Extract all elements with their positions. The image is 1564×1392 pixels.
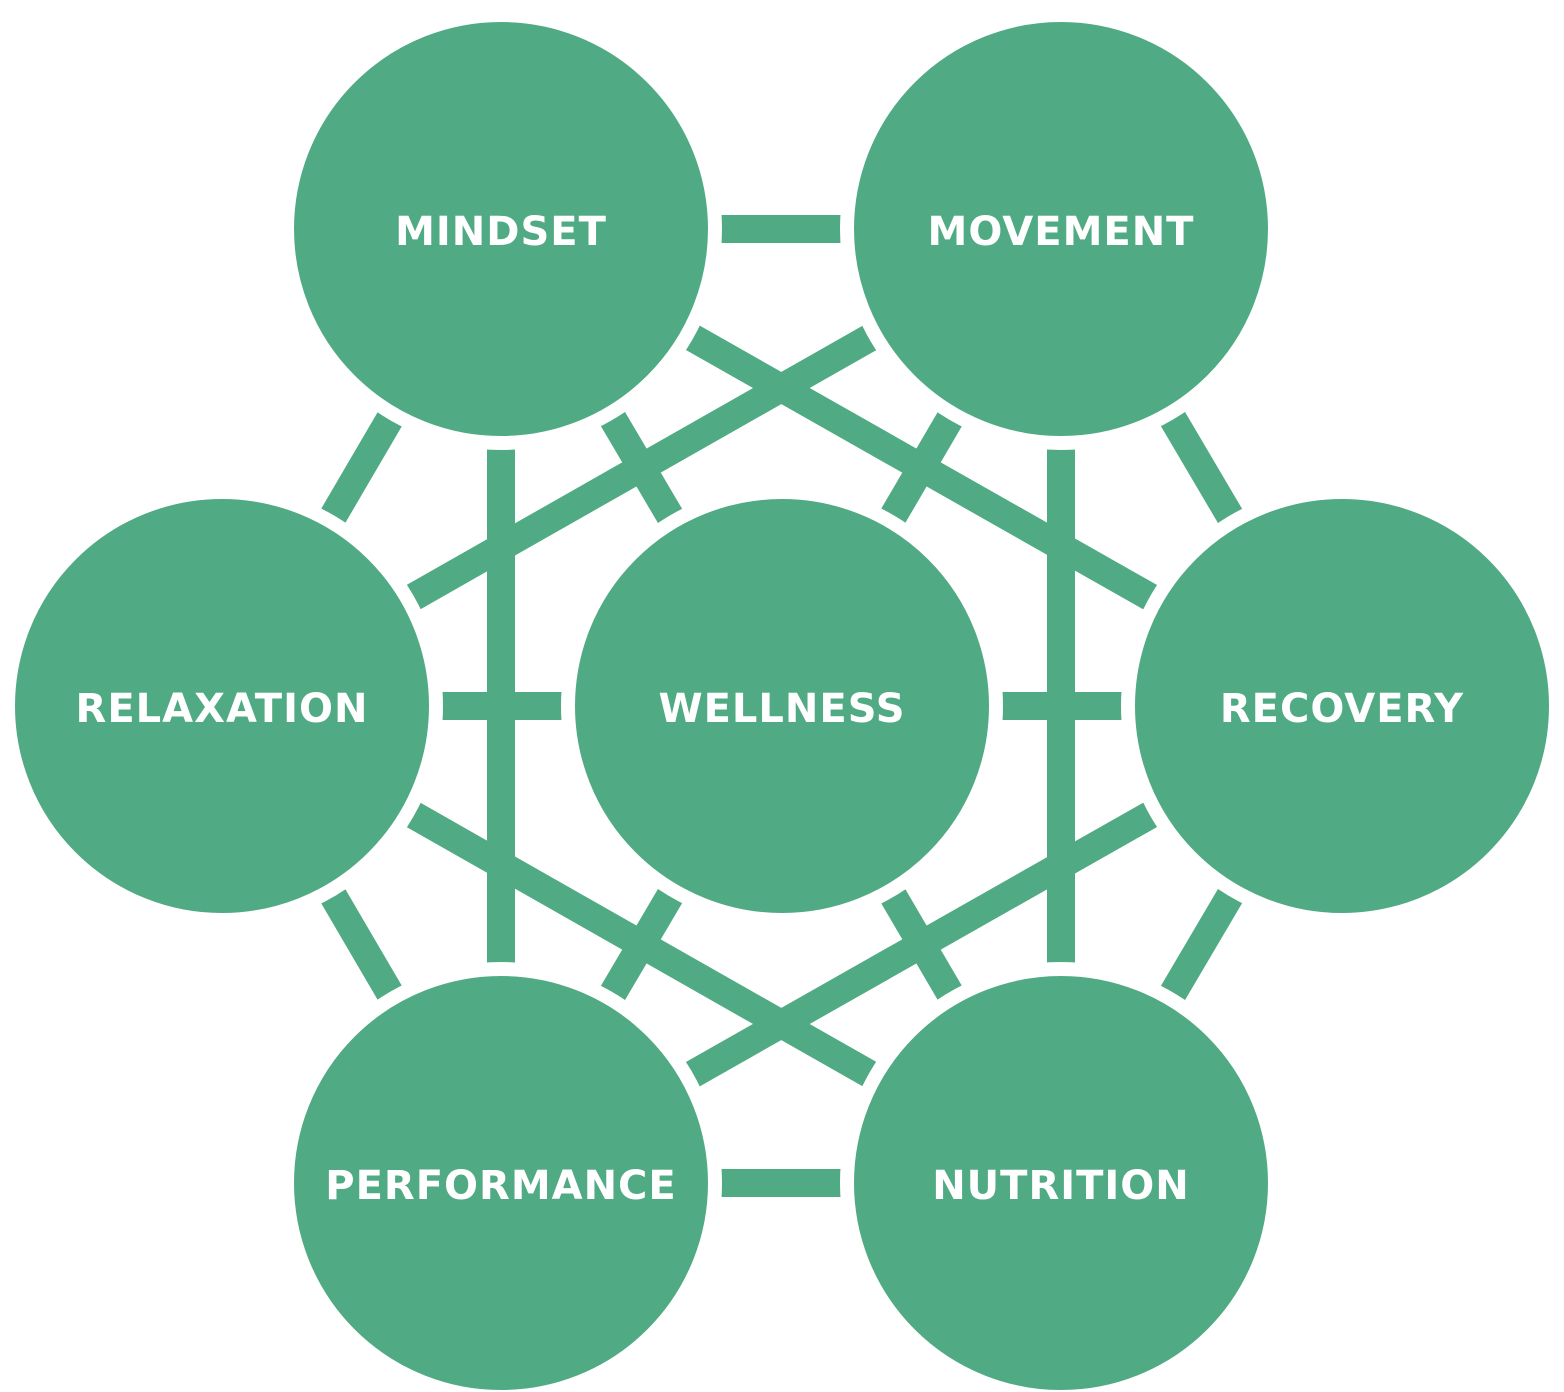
node-movement: MOVEMENT: [840, 8, 1282, 450]
node-mindset-circle: [280, 8, 722, 450]
node-relaxation: RELAXATION: [1, 485, 443, 927]
node-relaxation-circle: [1, 485, 443, 927]
node-mindset: MINDSET: [280, 8, 722, 450]
node-wellness-label: WELLNESS: [658, 686, 905, 732]
node-movement-label: MOVEMENT: [928, 209, 1195, 255]
node-wellness-circle: [561, 485, 1003, 927]
node-nutrition-label: NUTRITION: [932, 1163, 1190, 1209]
node-recovery: RECOVERY: [1121, 485, 1563, 927]
node-mindset-label: MINDSET: [395, 209, 607, 255]
node-performance-circle: [280, 962, 722, 1392]
node-wellness: WELLNESS: [561, 485, 1003, 927]
concept-nodes: WELLNESS MINDSET MOVEMENT RECOVERY NUTRI…: [1, 8, 1563, 1392]
node-recovery-label: RECOVERY: [1220, 686, 1464, 732]
node-nutrition-circle: [840, 962, 1282, 1392]
node-movement-circle: [840, 8, 1282, 450]
node-nutrition: NUTRITION: [840, 962, 1282, 1392]
node-performance: PERFORMANCE: [280, 962, 722, 1392]
node-performance-label: PERFORMANCE: [325, 1163, 677, 1209]
node-relaxation-label: RELAXATION: [76, 686, 369, 732]
node-recovery-circle: [1121, 485, 1563, 927]
